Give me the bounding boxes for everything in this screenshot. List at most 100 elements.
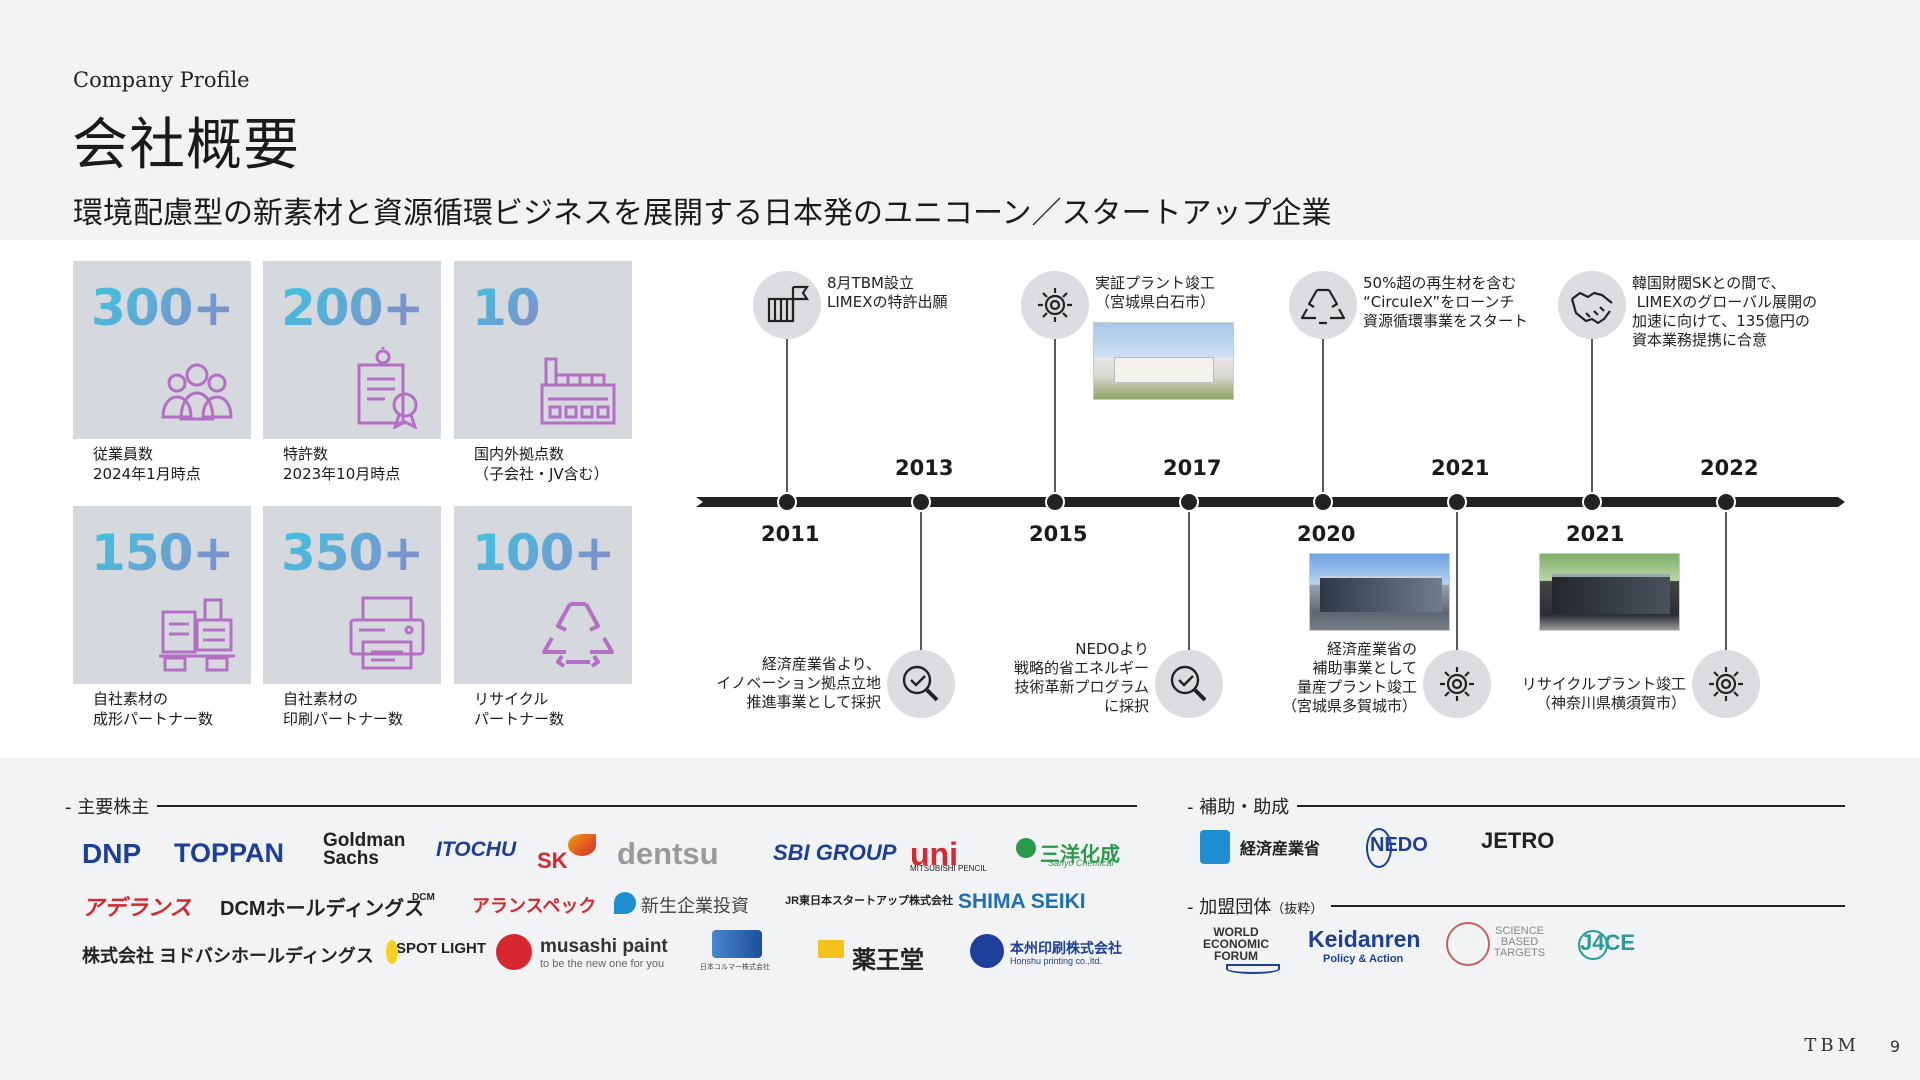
stat-tile: 150+	[73, 506, 251, 684]
stat-value: 100+	[472, 524, 615, 582]
stat-label: 従業員数 2024年1月時点	[93, 445, 201, 483]
shareholder-logo: MITSUBISHI PENCIL	[910, 864, 987, 873]
subsidies-heading: - 補助・助成	[1187, 793, 1298, 819]
memberships-heading: - 加盟団体（抜粋）	[1187, 893, 1332, 919]
recycle-icon	[536, 590, 620, 674]
shareholder-logo: 本州印刷株式会社	[1010, 940, 1122, 956]
milestone-text: 韓国財閥SKとの間で、 LIMEXのグローバル展開の 加速に向けて、135億円の…	[1632, 274, 1818, 349]
recycling-plant-photo	[1539, 553, 1680, 631]
handshake-icon	[1570, 291, 1613, 325]
stat-value: 350+	[281, 524, 424, 582]
stat-value: 10	[472, 279, 541, 337]
shareholder-logo: 新生企業投資	[641, 896, 749, 916]
memberships-divider	[1187, 905, 1845, 907]
meti-icon	[1200, 830, 1230, 864]
milestone-text: NEDOより 戦略的省エネルギー 技術革新プログラム に採択	[1013, 640, 1149, 715]
year-label: 2017	[1163, 456, 1222, 480]
shareholder-logo: 株式会社 ヨドバシホールディングス	[82, 946, 374, 966]
gear-icon	[1709, 667, 1743, 701]
molding-machine-icon	[155, 590, 239, 674]
printer-icon	[345, 590, 429, 674]
sanyo-leaf-icon	[1016, 838, 1036, 858]
j4ce-c-icon	[1578, 930, 1608, 960]
stat-tile: 300+	[73, 261, 251, 439]
timeline-icon-bg	[1423, 650, 1491, 718]
stat-label: 国内外拠点数 （子会社・JV含む）	[474, 445, 609, 483]
stat-tile: 350+	[263, 506, 441, 684]
shareholder-logo: to be the new one for you	[540, 958, 665, 970]
yakuodo-icon	[818, 940, 844, 958]
stat-label: 自社素材の 印刷パートナー数	[283, 690, 404, 728]
timeline-icon-bg	[1289, 271, 1357, 339]
milestone-text: 経済産業省の 補助事業として 量産プラント竣工 （宮城県多賀城市）	[1281, 640, 1417, 715]
year-label: 2015	[1029, 522, 1088, 546]
sbt-wave-icon	[1446, 922, 1490, 966]
timeline-node	[777, 492, 797, 512]
year-label: 2020	[1297, 522, 1356, 546]
stat-label: リサイクル パートナー数	[474, 690, 565, 728]
shinsei-drop-icon	[614, 892, 636, 914]
shareholder-logo: SBI GROUP	[773, 840, 897, 865]
timeline-node	[1179, 492, 1199, 512]
subsidy-logo: 経済産業省	[1240, 841, 1321, 858]
shareholders-heading: - 主要株主	[65, 793, 158, 819]
year-label: 2021	[1431, 456, 1490, 480]
wef-arc-icon	[1226, 964, 1280, 974]
shareholder-logo: JR東日本スタートアップ株式会社	[785, 895, 954, 907]
gear-icon	[1440, 667, 1474, 701]
musashi-circle-icon	[496, 934, 532, 970]
magnifier-check-icon	[1170, 665, 1207, 702]
stat-label: 自社素材の 成形パートナー数	[93, 690, 214, 728]
shareholder-logo: ITOCHU	[436, 838, 517, 861]
shareholder-logo: Honshu printing co.,ltd.	[1010, 956, 1103, 966]
shareholder-logo: DNP	[82, 838, 142, 869]
timeline-icon-bg	[1155, 650, 1223, 718]
page-subtitle: 環境配慮型の新素材と資源循環ビジネスを展開する日本発のユニコーン／スタートアップ…	[73, 196, 1332, 231]
timeline-node	[1582, 492, 1602, 512]
year-label: 2011	[761, 522, 820, 546]
footer-brand: TBM	[1804, 1035, 1860, 1056]
magnifier-check-icon	[902, 665, 939, 702]
nedo-ring-icon	[1366, 828, 1392, 868]
nihon-kolmar-icon	[712, 930, 762, 958]
factory-icon	[536, 345, 620, 429]
membership-logo: SCIENCE BASED TARGETS	[1494, 925, 1546, 959]
people-icon	[155, 345, 239, 429]
timeline-node	[911, 492, 931, 512]
timeline-bar	[696, 497, 1845, 507]
shareholder-logo: SK	[537, 848, 568, 873]
factory-flag-icon	[767, 285, 810, 323]
shareholder-logo: DCM	[412, 892, 435, 903]
timeline-node	[1045, 492, 1065, 512]
shareholder-logo: SPOT LIGHT	[396, 940, 486, 957]
stat-value: 150+	[91, 524, 234, 582]
mass-production-plant-photo	[1309, 553, 1450, 631]
shareholder-logo: 三洋化成	[1040, 844, 1120, 866]
page-title: 会社概要	[72, 113, 300, 178]
timeline-node	[1447, 492, 1467, 512]
membership-logo: WORLD ECONOMIC FORUM	[1203, 925, 1269, 963]
subsidy-logo: JETRO	[1481, 828, 1555, 853]
stat-tile: 200+	[263, 261, 441, 439]
shareholder-logo: DCMホールディングス	[220, 898, 425, 920]
shareholder-logo: musashi paint	[540, 936, 668, 957]
timeline-icon-bg	[1558, 271, 1626, 339]
milestone-text: 8月TBM設立 LIMEXの特許出願	[827, 274, 948, 311]
stat-value: 200+	[281, 279, 424, 337]
milestone-text: 経済産業省より、 イノベーション拠点立地 推進事業として採択	[716, 655, 881, 711]
shareholder-logo: 薬王堂	[852, 947, 924, 974]
year-label: 2022	[1700, 456, 1759, 480]
stat-tile: 10	[454, 261, 632, 439]
timeline-node	[1716, 492, 1736, 512]
stat-value: 300+	[91, 279, 234, 337]
shareholder-logo: アランスペック	[472, 896, 597, 916]
shareholder-logo: Goldman Sachs	[323, 830, 406, 870]
timeline-icon-bg	[887, 650, 955, 718]
year-label: 2013	[895, 456, 954, 480]
eyebrow-label: Company Profile	[73, 68, 250, 92]
pilot-plant-photo	[1093, 322, 1234, 400]
shareholder-logo: SHIMA SEIKI	[958, 890, 1086, 913]
milestone-text: 実証プラント竣工 （宮城県白石市）	[1095, 274, 1216, 311]
membership-logo: Policy & Action	[1323, 953, 1404, 965]
